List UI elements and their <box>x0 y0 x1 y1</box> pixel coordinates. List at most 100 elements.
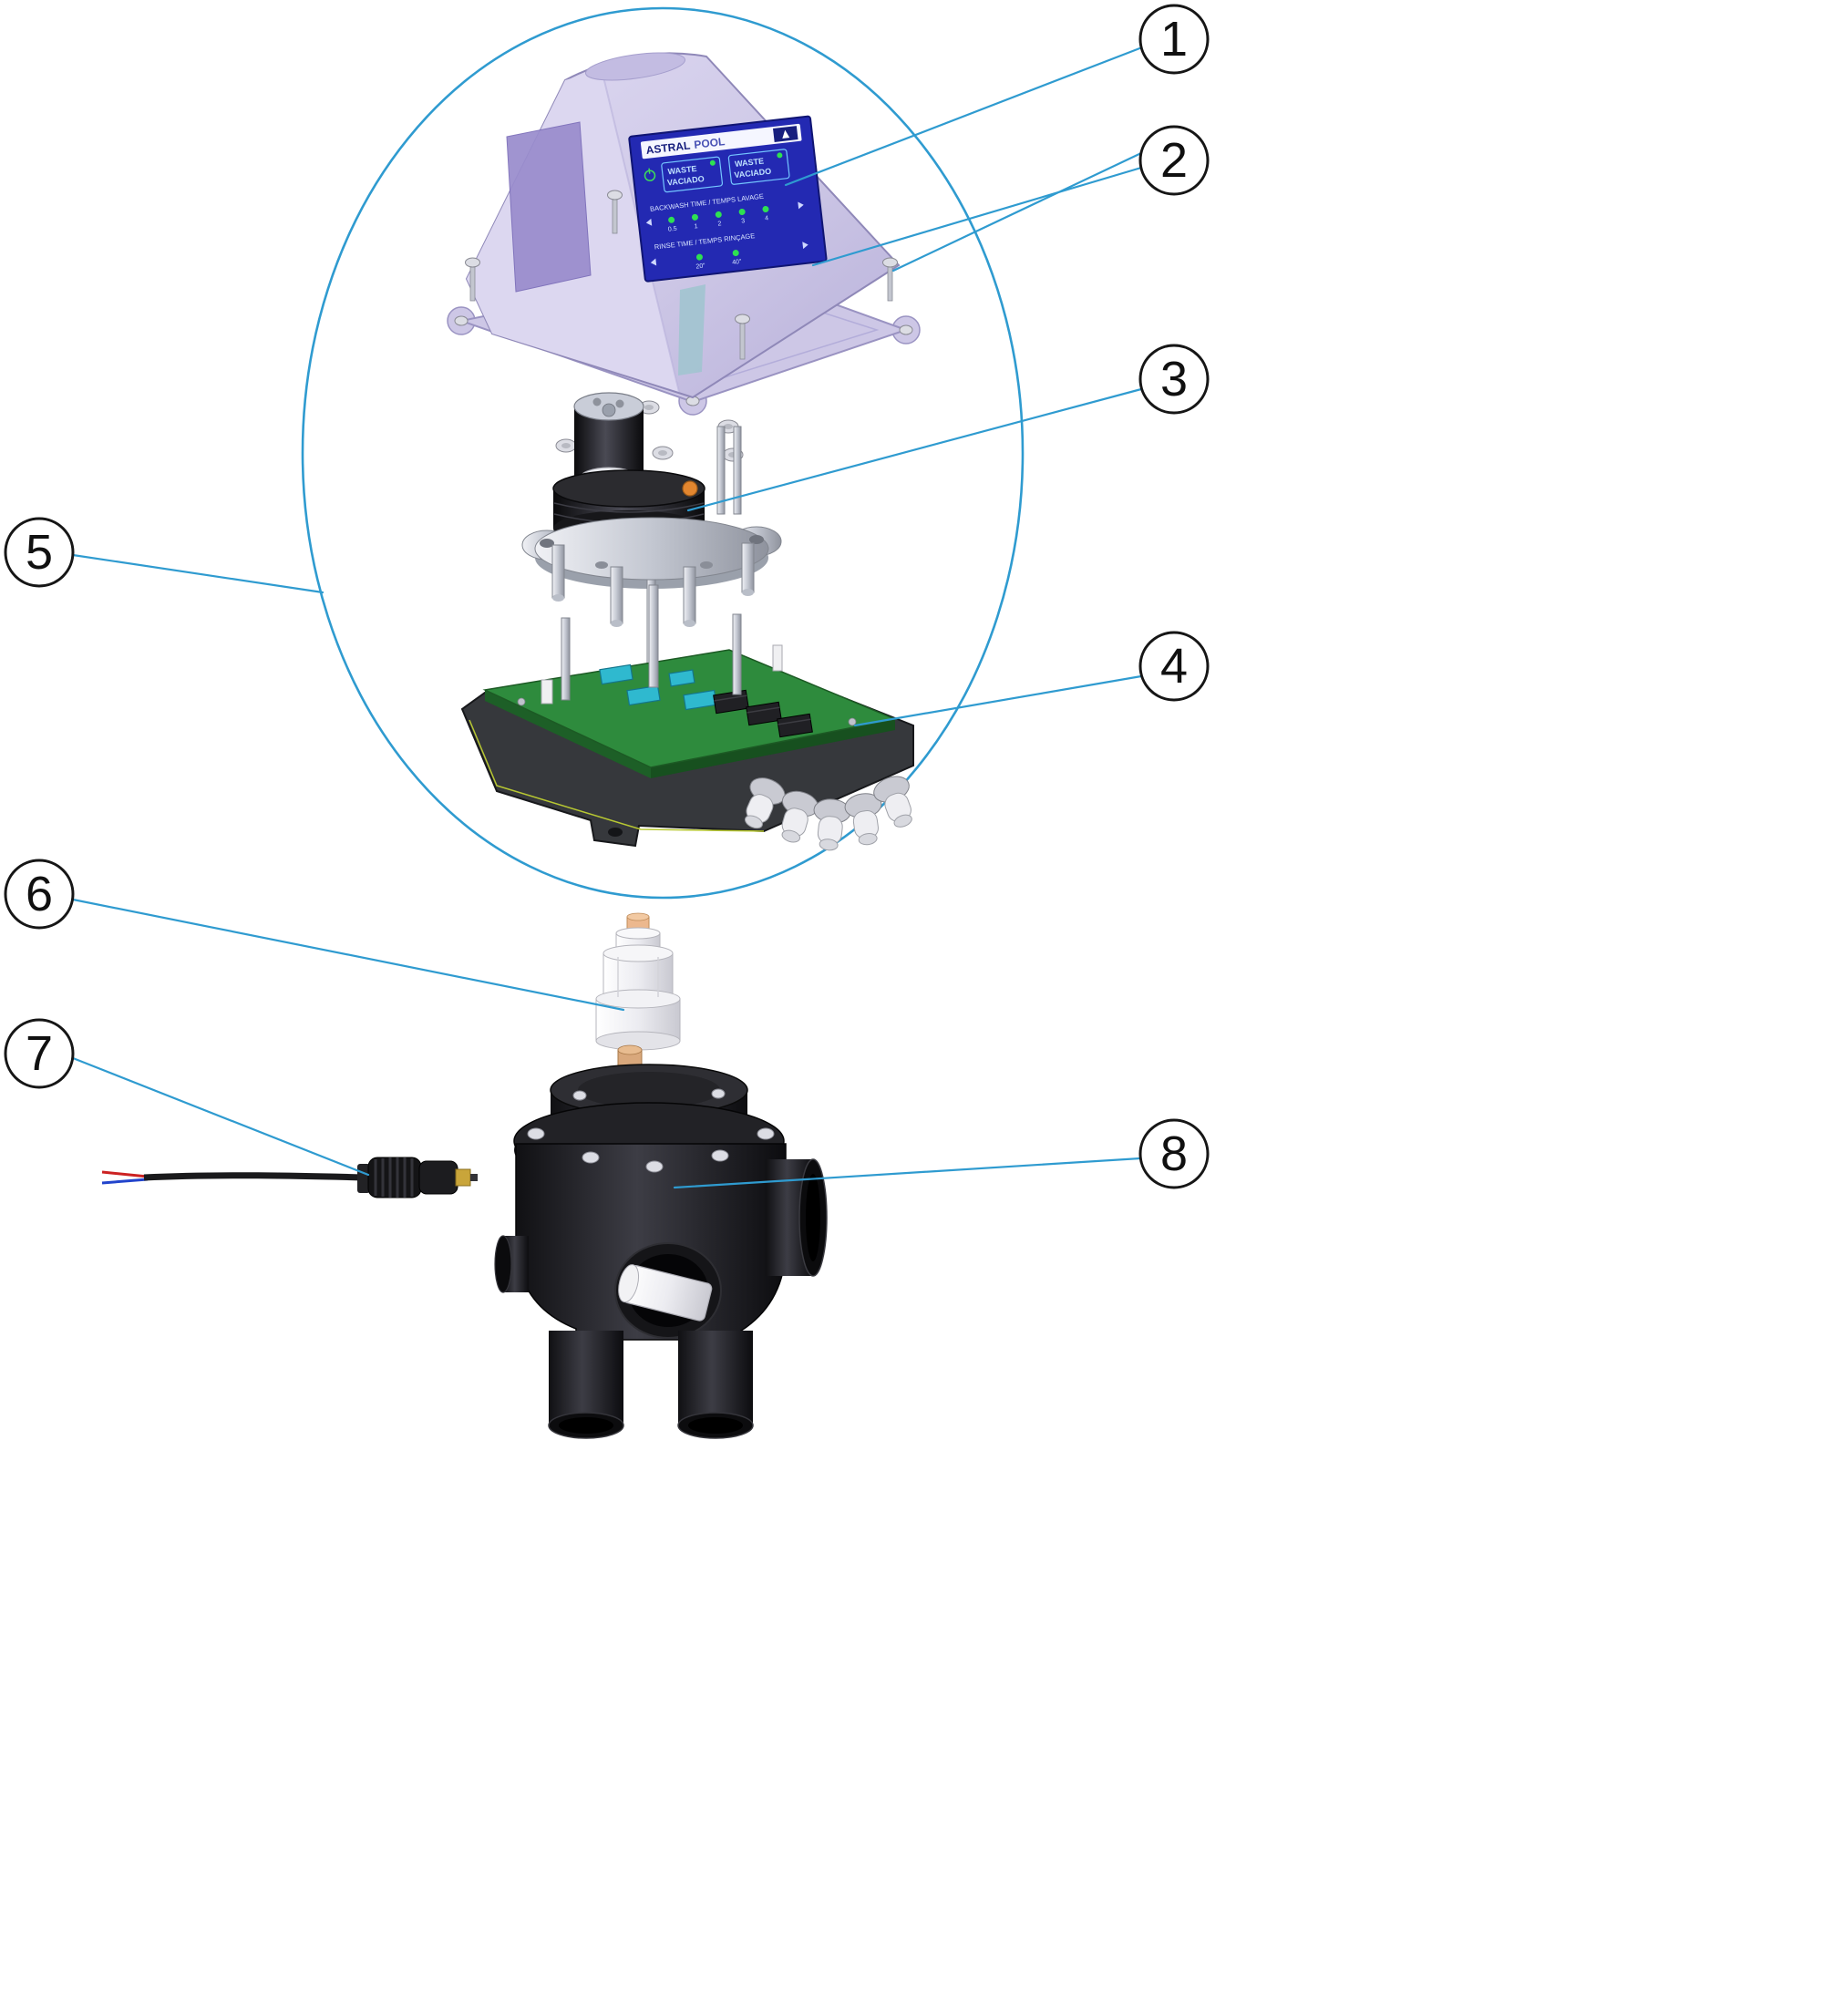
arrow-left-icon <box>650 258 657 266</box>
threaded-standoff <box>732 613 742 695</box>
plate-hole <box>595 561 608 569</box>
standoff-leg <box>551 544 565 602</box>
threaded-standoff <box>648 584 659 688</box>
board-standoffs <box>541 584 783 705</box>
callout-5-number: 5 <box>26 525 53 580</box>
threaded-rod <box>716 426 726 515</box>
flange-bolt <box>527 1127 545 1140</box>
base-tab-hole <box>608 828 623 837</box>
flange-bolt <box>572 1090 587 1101</box>
standoff-leg <box>610 566 623 627</box>
plate-hole <box>700 561 713 569</box>
white-spacer <box>541 679 553 705</box>
waste-box-right: WASTE VACIADO <box>727 149 790 185</box>
front-strip <box>678 284 706 375</box>
svg-text:4: 4 <box>765 215 769 221</box>
assembly-group-ellipse <box>301 6 1025 900</box>
callout-5-circle <box>4 517 75 588</box>
waste-left-led-icon <box>709 159 716 166</box>
waste-right-led-icon <box>777 152 783 159</box>
rinse-leds <box>695 250 739 261</box>
hex-nuts <box>555 400 744 462</box>
backwash-tick-labels: 0.5 1 2 3 4 <box>668 215 769 233</box>
callout-7-circle <box>4 1018 75 1089</box>
callout-4: 4 <box>1138 631 1210 702</box>
leader-2a <box>891 151 1143 273</box>
arrow-right-icon <box>802 242 809 250</box>
flange-bolts <box>527 1088 775 1173</box>
callout-3: 3 <box>1138 344 1210 415</box>
flange-bolt <box>711 1149 729 1162</box>
cable-gland <box>744 777 786 829</box>
wire-blue <box>101 1178 149 1185</box>
cable <box>143 1172 364 1181</box>
waste-left-line2: VACIADO <box>666 174 705 188</box>
standoff-leg <box>683 566 696 627</box>
leader-7 <box>71 1056 370 1177</box>
arrow-right-icon <box>798 201 804 210</box>
callout-1-number: 1 <box>1160 12 1188 67</box>
leader-6 <box>71 898 625 1012</box>
plate-hole <box>749 535 764 544</box>
cam-indicator-dot <box>682 480 698 497</box>
brand-word-2: POOL <box>694 135 726 151</box>
control-panel-label: ASTRAL POOL WASTE VACIADO WASTE VACIADO … <box>628 115 828 283</box>
flange-bolt <box>711 1088 726 1099</box>
gasket-seam <box>469 719 765 832</box>
leader-1 <box>784 46 1144 187</box>
callout-7-number: 7 <box>26 1026 53 1081</box>
waste-box-left: WASTE VACIADO <box>661 156 724 193</box>
terminal-blocks <box>713 689 813 738</box>
brand-word-1: ASTRAL <box>645 139 691 157</box>
leader-8 <box>673 1157 1142 1189</box>
svg-text:40": 40" <box>732 259 743 266</box>
valve-bottom-port <box>678 1331 753 1425</box>
brand-logo-glyph-icon <box>782 129 790 139</box>
connector-gold-tip <box>455 1168 471 1187</box>
hex-nut <box>652 446 674 460</box>
housing-cover: ASTRAL POOL WASTE VACIADO WASTE VACIADO … <box>447 52 921 416</box>
mounting-plate <box>521 517 782 589</box>
hex-nut <box>555 438 577 453</box>
svg-text:2: 2 <box>717 221 722 227</box>
waste-left-line1: WASTE <box>667 164 697 177</box>
arrow-left-icon <box>645 218 653 226</box>
cover-screw <box>735 314 750 360</box>
connector-body <box>418 1160 458 1195</box>
white-spacer <box>772 644 783 672</box>
callout-2-circle <box>1138 125 1210 196</box>
callout-6-circle <box>4 859 75 930</box>
plate-legs <box>551 542 755 627</box>
threaded-standoff <box>561 617 571 701</box>
cover-screw <box>607 190 623 234</box>
connector-ribs <box>374 1157 414 1198</box>
connector-pin <box>470 1174 478 1181</box>
wire-red <box>101 1170 149 1178</box>
pcb-edge <box>651 719 895 778</box>
plate-hole <box>540 539 554 548</box>
cable-gland <box>844 793 882 846</box>
pcb-edge <box>485 690 651 778</box>
threaded-rod <box>733 426 742 515</box>
adapter-bushing <box>595 912 681 1051</box>
callout-4-circle <box>1138 631 1210 702</box>
svg-text:1: 1 <box>694 223 698 230</box>
terminal-block <box>746 701 782 726</box>
callout-8-circle <box>1138 1118 1210 1189</box>
power-icon-stem <box>648 168 651 174</box>
rinse-tick-labels: 20" 40" <box>695 259 742 271</box>
callout-1-circle <box>1138 4 1210 75</box>
callout-8: 8 <box>1138 1118 1210 1189</box>
callout-6-number: 6 <box>26 867 53 921</box>
valve-body <box>494 1044 828 1439</box>
callout-1: 1 <box>1138 4 1210 75</box>
svg-text:3: 3 <box>741 218 746 224</box>
callout-6: 6 <box>4 859 75 930</box>
leader-2b <box>811 166 1143 267</box>
svg-text:20": 20" <box>695 262 706 270</box>
waste-right-line2: VACIADO <box>734 167 772 180</box>
cover-screw <box>882 257 898 302</box>
circuit-board-base <box>460 584 914 851</box>
